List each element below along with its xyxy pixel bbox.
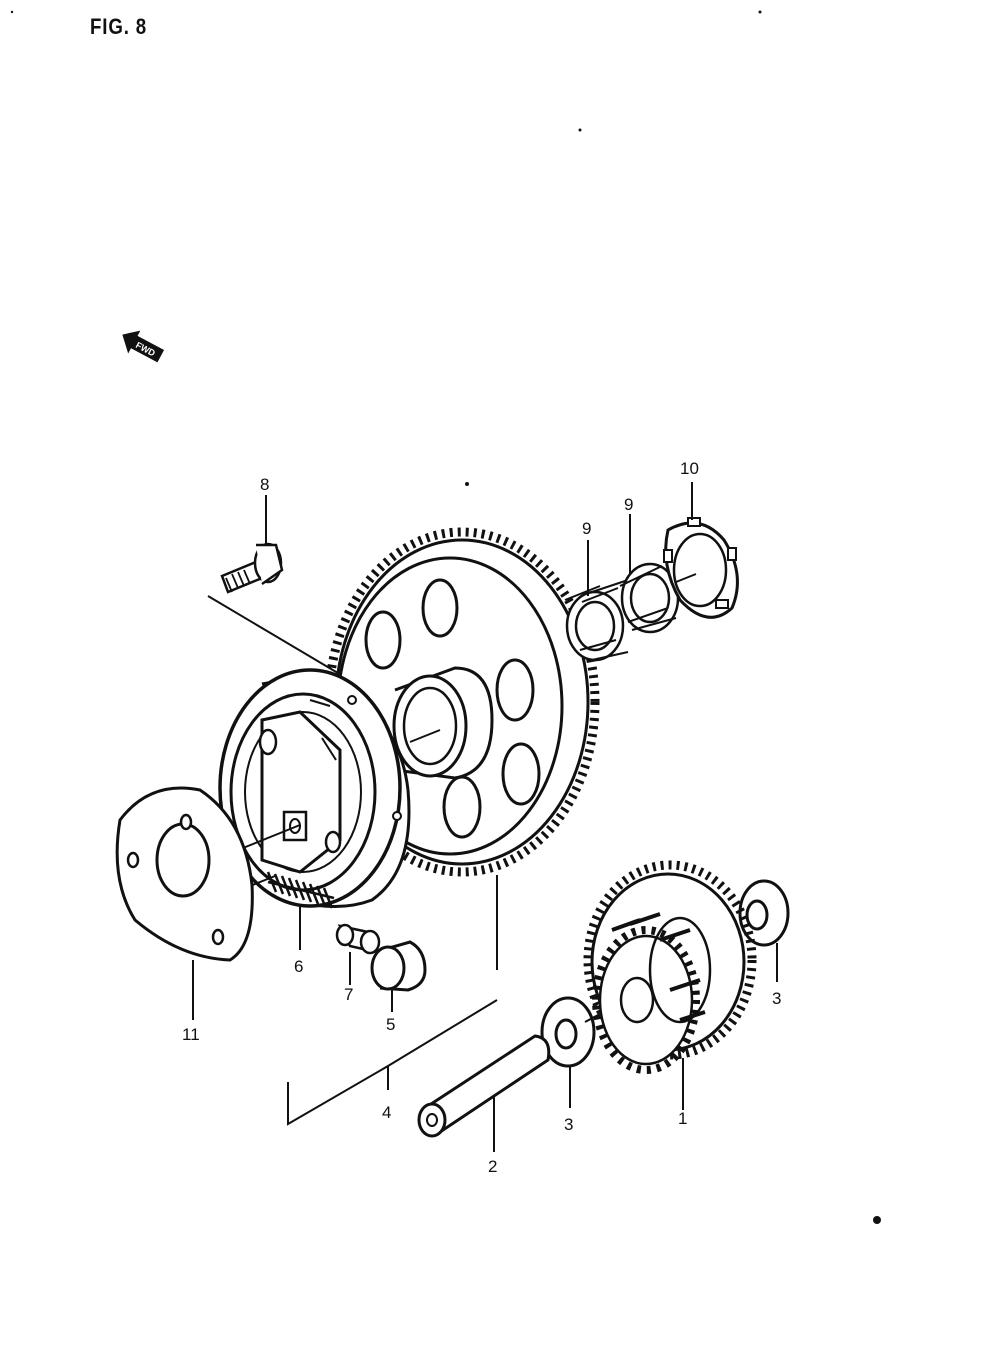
callout-2: 2 xyxy=(488,1157,497,1176)
figure-title: FIG. 8 xyxy=(90,14,148,39)
part-9-needle-bearing-b xyxy=(619,562,680,634)
part-7-roller xyxy=(335,923,381,955)
part-3-washer-a xyxy=(540,996,596,1068)
callout-11: 11 xyxy=(182,1025,200,1044)
part-3-washer-b xyxy=(738,879,790,947)
part-11-washer-plate xyxy=(115,786,254,962)
leader-line-10 xyxy=(675,482,697,583)
clutch-housing xyxy=(218,668,411,909)
callout-3-a: 3 xyxy=(564,1115,573,1134)
callout-4: 4 xyxy=(382,1103,391,1122)
callout-8: 8 xyxy=(260,475,269,494)
callout-1: 1 xyxy=(678,1109,687,1128)
part-5-collar xyxy=(370,940,427,992)
callout-5: 5 xyxy=(386,1015,395,1034)
part-2-shaft xyxy=(417,1034,551,1138)
fwd-arrow-icon: FWD xyxy=(122,330,165,363)
print-specks xyxy=(10,10,881,1224)
part-9-needle-bearing-a xyxy=(565,579,629,662)
assembly-axis-line xyxy=(237,585,601,889)
callout-9-b: 9 xyxy=(624,495,633,514)
callout-10: 10 xyxy=(680,459,699,478)
callout-9-a: 9 xyxy=(582,519,591,538)
callout-3-b: 3 xyxy=(772,989,781,1008)
part-10-thrust-washer xyxy=(663,517,739,619)
part-8-bolt xyxy=(220,542,284,594)
leader-line-9 xyxy=(587,514,631,596)
part-1-idle-gear xyxy=(583,860,757,1074)
leader-line-4 xyxy=(287,875,498,1126)
part-6-spring xyxy=(266,871,335,909)
callout-6: 6 xyxy=(294,957,303,976)
callout-7: 7 xyxy=(344,985,353,1004)
